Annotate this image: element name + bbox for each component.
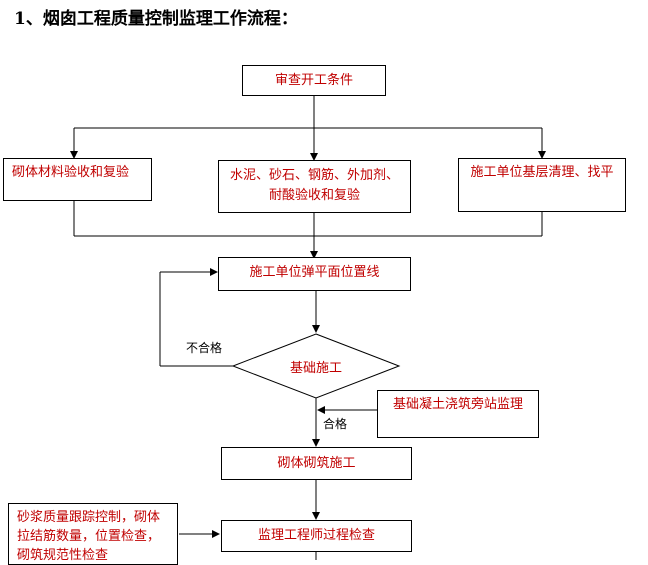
concrete-supervision-box: 基础凝土浇筑旁站监理 [377,390,539,438]
engineer-check-label: 监理工程师过程检查 [257,528,375,543]
mortar-control-box: 砂浆质量跟踪控制，砌体 拉结筋数量，位置检查， 砌筑规范性检查 [8,503,178,565]
base-clean-box: 施工单位基层清理、找平 [458,158,626,212]
mortar-control-label-3: 砌筑规范性检查 [17,548,109,563]
plan-layout-label: 施工单位弹平面位置线 [249,265,380,280]
base-clean-label: 施工单位基层清理、找平 [470,165,614,180]
page-title: 1、烟囱工程质量控制监理工作流程： [14,9,298,29]
cement-acceptance-label-1: 水泥、砂石、钢筋、外加剂、 [229,168,399,183]
foundation-decision-diamond [231,333,401,399]
mortar-control-label-1: 砂浆质量跟踪控制，砌体 [17,510,161,525]
engineer-check-box: 监理工程师过程检查 [221,520,412,552]
review-conditions-label: 审查开工条件 [274,73,353,88]
masonry-build-box: 砌体砌筑施工 [221,447,412,480]
cement-acceptance-box: 水泥、砂石、钢筋、外加剂、 耐酸验收和复验 [218,160,411,213]
mortar-control-label-2: 拉结筋数量，位置检查， [17,529,161,544]
fail-edge-label: 不合格 [186,341,223,355]
masonry-build-label: 砌体砌筑施工 [277,456,356,471]
foundation-label: 基础施工 [289,361,342,376]
masonry-material-label: 砌体材料验收和复验 [12,165,130,180]
plan-layout-box: 施工单位弹平面位置线 [218,257,411,291]
concrete-supervision-label: 基础凝土浇筑旁站监理 [392,397,523,412]
cement-acceptance-label-2: 耐酸验收和复验 [268,188,360,203]
pass-edge-label: 合格 [323,417,348,431]
masonry-material-box: 砌体材料验收和复验 [3,158,152,201]
review-conditions-box: 审查开工条件 [242,65,386,96]
